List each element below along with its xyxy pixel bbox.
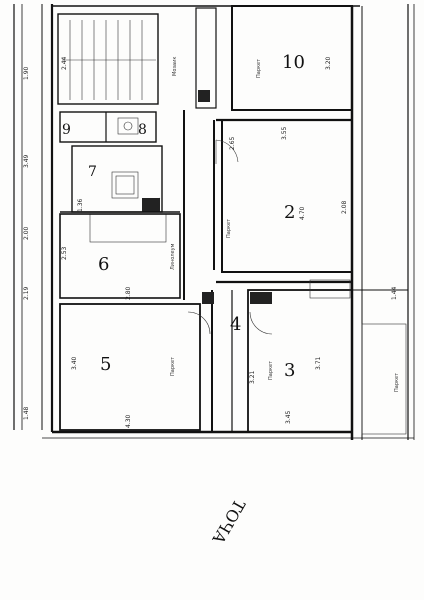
room-6-label: 6 <box>98 254 109 275</box>
room-10-label: 10 <box>282 52 305 73</box>
room-2-label: 2 <box>284 202 295 223</box>
room-4-label: 4 <box>230 314 241 335</box>
dimension: 1.90 <box>23 66 30 80</box>
dimension: 2.53 <box>61 246 68 260</box>
dimension: 4.30 <box>125 414 132 428</box>
room-8-label: 8 <box>138 122 147 138</box>
dimension: 3.21 <box>249 370 256 384</box>
dimension: 2.80 <box>125 286 132 300</box>
dimension: 3.45 <box>285 410 292 424</box>
room-6-floor-note: Линолеум <box>170 243 176 270</box>
dimension: 3.71 <box>315 356 322 370</box>
room-3-floor-note: Паркет <box>268 361 274 380</box>
balcony-floor-note: Паркет <box>394 373 400 392</box>
room-10-floor-note: Паркет <box>256 59 262 78</box>
room-5-floor-note: Паркет <box>170 357 176 376</box>
room-3-label: 3 <box>284 360 295 381</box>
room-7-label: 7 <box>88 164 97 180</box>
dimension: 2.19 <box>23 286 30 300</box>
staircase <box>62 20 156 100</box>
kitchen-floor-note: Мозаик <box>172 57 178 76</box>
dimension: 3.20 <box>325 56 332 70</box>
dimension: 1.48 <box>23 406 30 420</box>
room-5-label: 5 <box>100 354 111 375</box>
dimension: 1.36 <box>77 198 84 212</box>
handwritten-stamp: ТОЧА <box>208 496 249 547</box>
dimension: 3.40 <box>71 356 78 370</box>
room-2-floor-note: Паркет <box>226 219 232 238</box>
room-9-label: 9 <box>62 122 71 138</box>
dimension: 1.44 <box>391 286 398 300</box>
dimension: 2.00 <box>23 226 30 240</box>
dimension: 3.55 <box>281 126 288 140</box>
dimension: 4.70 <box>299 206 306 220</box>
dimension: 2.65 <box>229 136 236 150</box>
dimension: 2.08 <box>341 200 348 214</box>
dimension: 3.49 <box>23 154 30 168</box>
dimension: 2.44 <box>61 56 68 70</box>
